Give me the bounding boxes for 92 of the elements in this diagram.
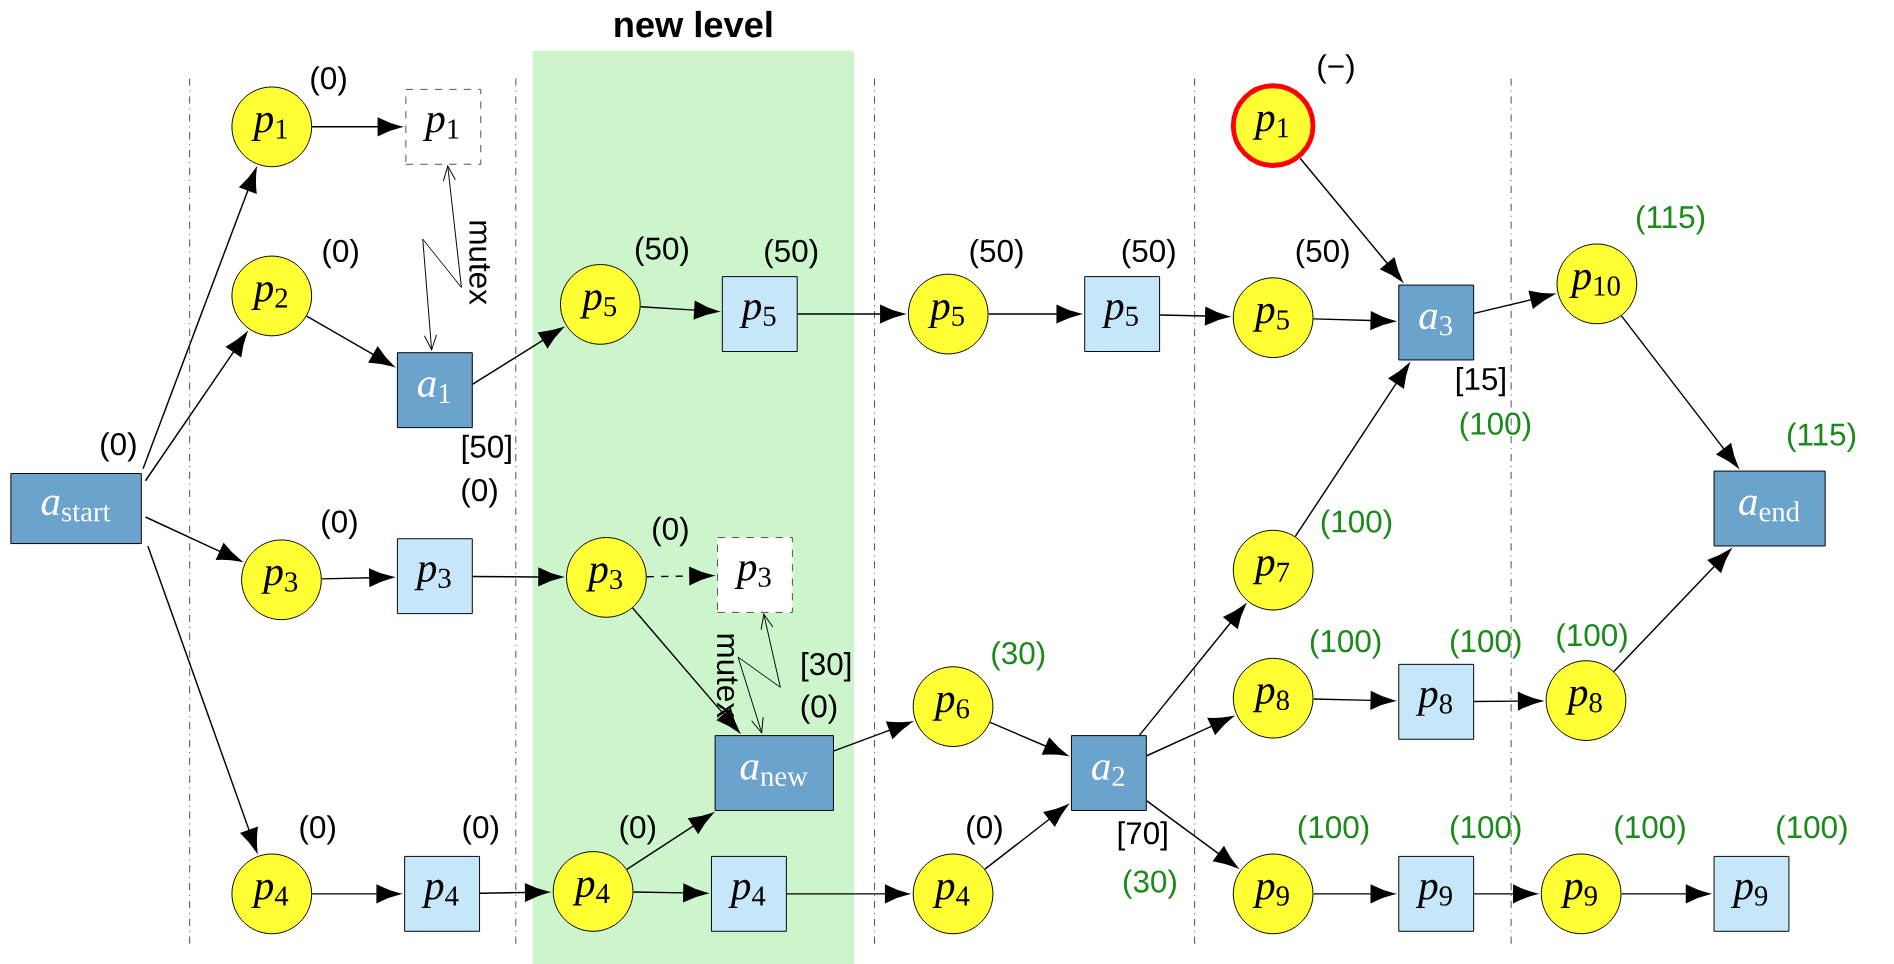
noop-box: p$_{8}$	[1398, 663, 1475, 740]
level-label: (0)	[653, 516, 688, 547]
level-label: (0)	[801, 694, 837, 724]
arrow	[479, 883, 550, 902]
arrow	[1138, 604, 1246, 736]
arrow	[797, 304, 905, 324]
level-label: (−)	[1318, 54, 1354, 84]
action-box: a$_{end}$	[1713, 470, 1826, 547]
level-label: (115)	[1637, 205, 1705, 235]
arrow	[626, 812, 714, 871]
arrow	[472, 327, 564, 385]
arrow	[984, 804, 1069, 870]
level-label: (100)	[1298, 815, 1369, 845]
level-label: (100)	[1451, 629, 1521, 659]
noop-box: p$_{5}$	[1084, 276, 1161, 353]
level-label: (0)	[322, 509, 357, 539]
cost-label: [30]	[802, 652, 851, 682]
noop-box: p$_{9}$	[1713, 855, 1790, 932]
arrow	[1312, 691, 1395, 710]
level-label: (115)	[1788, 422, 1856, 452]
level-label: (50)	[765, 239, 818, 269]
noop-box: p$_{1}$	[405, 88, 482, 165]
noop-box: p$_{4}$	[711, 855, 787, 932]
noop-box: p$_{9}$	[1398, 855, 1475, 932]
arrow	[147, 545, 258, 853]
level-label: (100)	[1615, 815, 1685, 845]
arrow	[321, 568, 394, 587]
action-box: a$_{1}$	[396, 352, 473, 429]
arrow	[786, 884, 910, 904]
arrow	[1473, 290, 1555, 315]
level-label: (100)	[1557, 623, 1627, 653]
arrow	[1294, 363, 1410, 538]
level-label: (100)	[1310, 629, 1381, 659]
arrow	[1159, 306, 1230, 326]
action-box: a$_{new}$	[714, 735, 834, 812]
arrow	[646, 566, 714, 586]
arrow	[1473, 884, 1538, 904]
arrow	[1146, 800, 1238, 869]
level-label: (50)	[1122, 239, 1175, 269]
action-box: a$_{2}$	[1070, 735, 1147, 812]
arrow	[1620, 884, 1710, 904]
level-label: (0)	[323, 239, 358, 269]
edge-label: mutex	[716, 634, 738, 718]
arrow	[1620, 315, 1739, 468]
level-label: (30)	[1123, 869, 1176, 899]
arrow	[311, 117, 402, 137]
noop-box: p$_{3}$	[717, 537, 793, 613]
arrow	[1146, 716, 1234, 757]
level-label: (0)	[967, 815, 1002, 845]
arrow	[1613, 548, 1732, 673]
arrow	[311, 884, 401, 904]
edge-label: mutex	[469, 221, 490, 305]
level-label: (100)	[1321, 509, 1392, 539]
arrow	[1312, 311, 1395, 330]
arrow	[142, 167, 257, 470]
level-label: (0)	[620, 815, 656, 845]
cost-label: [70]	[1118, 821, 1167, 851]
level-label: (0)	[101, 432, 136, 462]
arrow	[422, 165, 462, 351]
arrow	[737, 613, 781, 734]
arrow	[987, 304, 1081, 324]
arrow	[989, 721, 1068, 756]
arrow	[1473, 692, 1543, 711]
arrow	[144, 516, 242, 562]
title: new level	[615, 10, 772, 38]
level-label: (0)	[463, 815, 498, 845]
cost-label: [15]	[1456, 367, 1505, 397]
level-label: (0)	[300, 815, 335, 845]
arrow	[1312, 884, 1395, 904]
arrow	[632, 883, 708, 903]
level-label: (30)	[992, 641, 1045, 671]
arrow	[631, 607, 740, 733]
arrow	[144, 332, 248, 482]
cost-label: [50]	[462, 434, 511, 465]
action-box: a$_{start}$	[10, 473, 142, 545]
level-label: (100)	[1451, 815, 1521, 845]
noop-box: p$_{3}$	[396, 538, 473, 615]
level-label: (0)	[311, 66, 346, 96]
action-box: a$_{3}$	[1398, 284, 1475, 361]
level-label: (0)	[462, 478, 497, 508]
level-label: (50)	[1296, 239, 1349, 269]
level-label: (100)	[1460, 411, 1531, 442]
noop-box: p$_{4}$	[404, 855, 481, 932]
level-label: (100)	[1777, 815, 1847, 845]
arrow	[472, 567, 563, 587]
level-label: (50)	[635, 236, 688, 266]
level-label: (50)	[970, 239, 1023, 269]
arrow	[306, 315, 394, 367]
noop-box: p$_{5}$	[721, 276, 798, 353]
arrow	[639, 301, 719, 320]
arrow	[1299, 157, 1403, 283]
arrow	[833, 721, 912, 752]
